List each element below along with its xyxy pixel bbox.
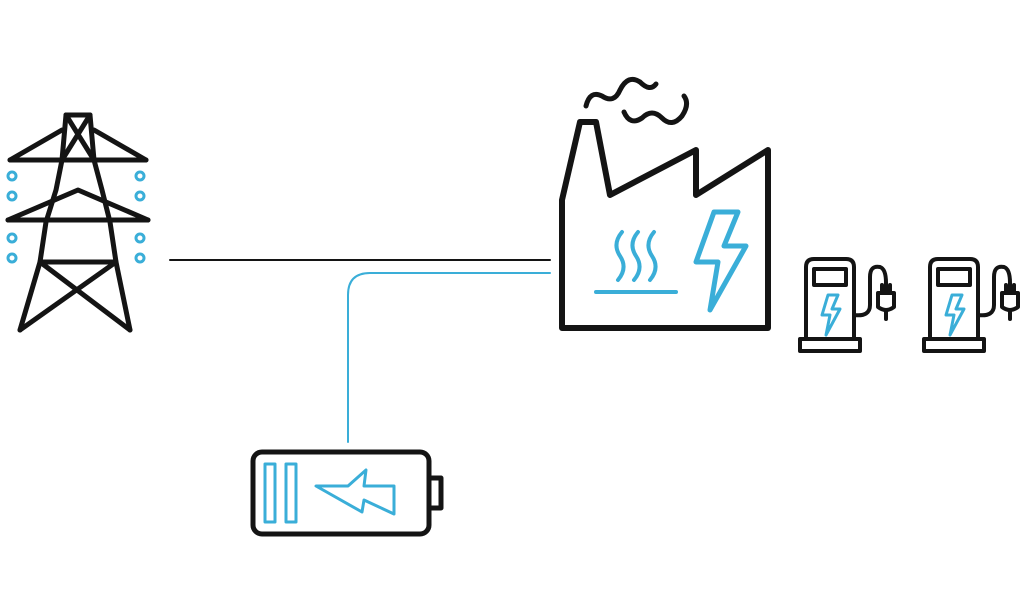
factory-icon (559, 76, 771, 331)
ev-charger-icon (922, 257, 1020, 353)
charger-bolt-icon (944, 293, 966, 337)
battery-bolt-icon (314, 468, 396, 516)
insulator-dots (6, 170, 146, 264)
lightning-bolt-icon (693, 209, 749, 313)
ev-charger-icon (798, 257, 896, 353)
power-pylon-icon (5, 112, 151, 333)
battery-storage-icon (250, 449, 444, 537)
heat-icon (594, 230, 678, 294)
smoke-icon (583, 76, 690, 125)
battery-connection-line (347, 272, 551, 443)
charger-bolt-icon (820, 293, 842, 337)
